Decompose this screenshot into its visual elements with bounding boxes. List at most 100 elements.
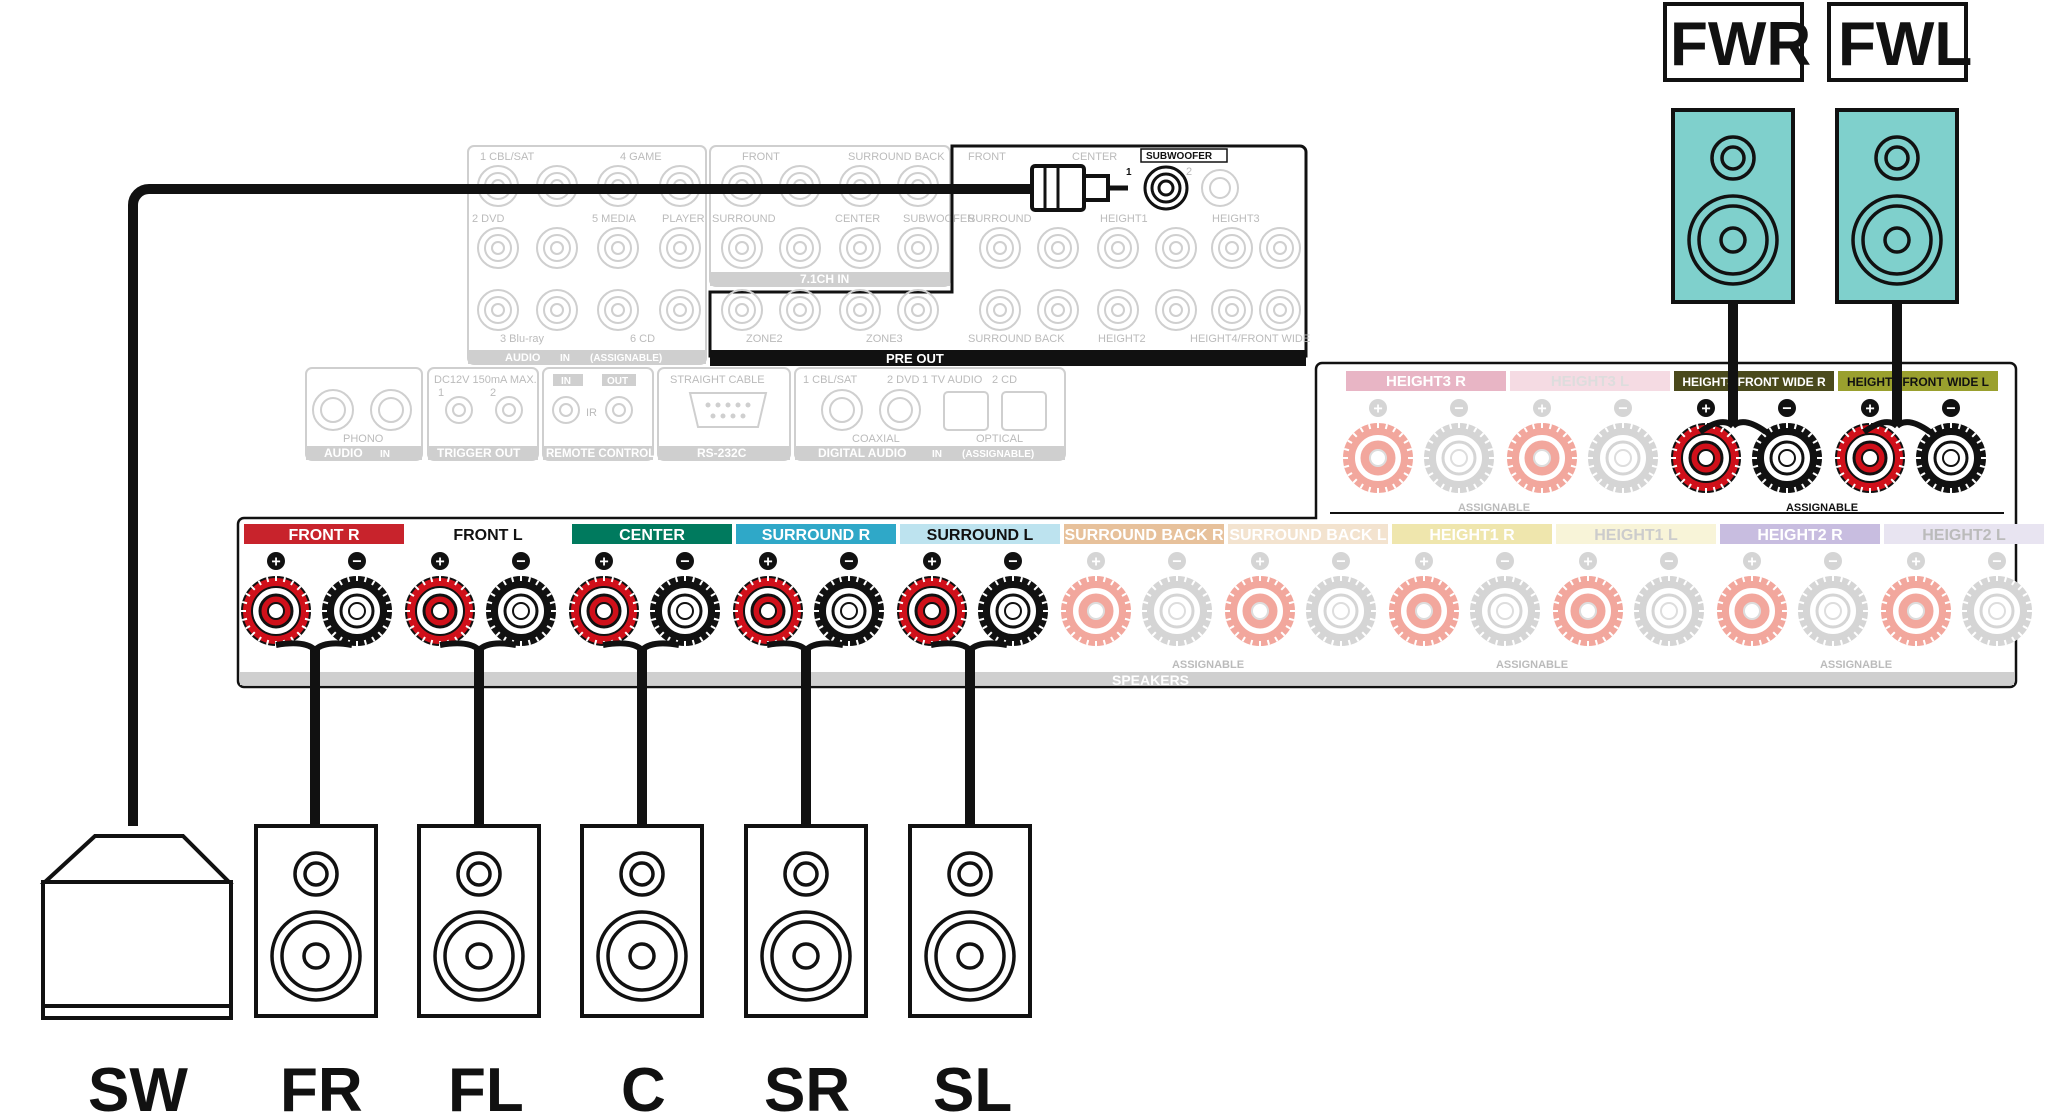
rca-jack xyxy=(721,227,763,269)
minus-terminal: − xyxy=(1752,399,1822,493)
svg-text:−: − xyxy=(1618,401,1627,418)
svg-text:+: + xyxy=(927,554,936,571)
svg-text:+: + xyxy=(1419,554,1428,571)
svg-text:+: + xyxy=(1255,554,1264,571)
plus-terminal: + xyxy=(1061,552,1131,646)
plus-terminal: + xyxy=(1671,399,1741,493)
trigger-out-title: TRIGGER OUT xyxy=(437,446,521,460)
rca-jack xyxy=(1037,289,1079,331)
row-label-bg xyxy=(1228,524,1388,544)
plus-terminal: + xyxy=(1553,552,1623,646)
subwoofer-pre-out-jack xyxy=(1143,165,1239,211)
minus-terminal: − xyxy=(1470,552,1540,646)
rca-jack xyxy=(659,227,701,269)
rca-jack xyxy=(536,289,578,331)
ch71-surround-back: SURROUND BACK xyxy=(848,151,945,163)
rca-jack xyxy=(477,227,519,269)
assignable-label: ASSIGNABLE xyxy=(1786,502,1858,514)
svg-text:−: − xyxy=(1992,554,2001,571)
rca-jack xyxy=(536,227,578,269)
audio-in-label-4: 4 GAME xyxy=(620,151,662,163)
audio-in-title: AUDIO xyxy=(505,352,541,364)
preout-subwoofer-label: SUBWOOFER xyxy=(1146,151,1213,162)
rca-jack xyxy=(1155,227,1197,269)
preout-height4: HEIGHT4/FRONT WIDE xyxy=(1190,333,1310,345)
rca-jack xyxy=(1097,289,1139,331)
row-label-bg xyxy=(1392,524,1552,544)
audio-in-label-5: 5 MEDIA xyxy=(592,213,637,225)
label-sl: SL xyxy=(933,1056,1012,1114)
rca-jack xyxy=(1259,289,1301,331)
svg-text:−: − xyxy=(1664,554,1673,571)
upper-label: HEIGHT4/FRONT WIDE L xyxy=(1847,375,1989,389)
preout-surround: SURROUND xyxy=(968,213,1032,225)
upper-label: HEIGHT4/FRONT WIDE R xyxy=(1682,375,1826,389)
digital-cd-label: 2 CD xyxy=(992,374,1017,386)
assignable-label: ASSIGNABLE xyxy=(1820,659,1892,671)
pre-out-title: PRE OUT xyxy=(886,351,944,366)
speakers-bottom-strip xyxy=(240,672,2014,685)
svg-text:+: + xyxy=(1701,401,1710,418)
row-label-bg xyxy=(1064,524,1224,544)
row-label-bg xyxy=(1556,524,1716,544)
audio-in-badge: IN xyxy=(560,353,570,364)
speaker-fwl xyxy=(1835,108,1959,304)
row-label-bg xyxy=(244,524,404,544)
svg-text:+: + xyxy=(599,554,608,571)
minus-terminal: − xyxy=(1798,552,1868,646)
plus-terminal: + xyxy=(1881,552,1951,646)
label-sw: SW xyxy=(88,1056,188,1114)
label-c: C xyxy=(621,1056,666,1114)
pre-out-panel: PRE OUT FRONT CENTER SUBWOOFER 1 2 SURRO… xyxy=(708,144,1310,366)
row-label: SURROUND BACK L xyxy=(1229,527,1387,544)
digital-in-badge: IN xyxy=(932,449,942,460)
audio-in-label-1: 1 CBL/SAT xyxy=(480,151,534,163)
plus-terminal: + xyxy=(241,552,311,646)
svg-text:+: + xyxy=(1865,401,1874,418)
coaxial-label: COAXIAL xyxy=(852,433,900,445)
trigger-spec: DC12V 150mA MAX. xyxy=(434,374,537,386)
rca-jack xyxy=(1259,227,1301,269)
speaker-terminals: +−+−+−+−+−+−+−+−+−+−+−+−+−+−+− xyxy=(241,399,2032,646)
minus-terminal: − xyxy=(1424,399,1494,493)
minus-terminal: − xyxy=(650,552,720,646)
plus-terminal: + xyxy=(1835,399,1905,493)
phono-label: PHONO xyxy=(343,433,384,445)
rca-jack xyxy=(979,289,1021,331)
subwoofer-cable xyxy=(128,184,1030,826)
audio-in-label-2: 2 DVD xyxy=(472,213,504,225)
svg-text:+: + xyxy=(1091,554,1100,571)
rca-jack xyxy=(897,227,939,269)
svg-text:−: − xyxy=(1828,554,1837,571)
preout-zone3: ZONE3 xyxy=(866,333,903,345)
upper-label-bg xyxy=(1346,371,1506,391)
svg-text:+: + xyxy=(763,554,772,571)
rs232c-title: RS-232C xyxy=(697,446,747,460)
rca-jack xyxy=(779,289,821,331)
row-label: HEIGHT1 L xyxy=(1594,527,1678,544)
preout-surround-back: SURROUND BACK xyxy=(968,333,1065,345)
preout-sub-1: 1 xyxy=(1126,167,1132,178)
speaker-sr xyxy=(744,824,868,1018)
audio-in-panel: 1 CBL/SAT 4 GAME 2 DVD 5 MEDIA PLAYER 3 … xyxy=(467,145,707,365)
rca-jack xyxy=(477,289,519,331)
audio-in-label-player: PLAYER xyxy=(662,213,705,225)
rca-jack xyxy=(897,289,939,331)
preout-height2: HEIGHT2 xyxy=(1098,333,1146,345)
row-label: CENTER xyxy=(619,527,685,544)
row-label: HEIGHT1 R xyxy=(1429,527,1515,544)
trigger-2: 2 xyxy=(490,387,496,399)
subwoofer-box xyxy=(39,834,234,1020)
svg-text:+: + xyxy=(1373,401,1382,418)
minus-terminal: − xyxy=(1634,552,1704,646)
rca-jack xyxy=(597,289,639,331)
bottom-connector-labels: AUDIO IN TRIGGER OUT REMOTE CONTROL RS-2… xyxy=(306,374,1065,460)
svg-text:−: − xyxy=(680,554,689,571)
straight-cable-label: STRAIGHT CABLE xyxy=(670,374,765,386)
phono-audio-title: AUDIO xyxy=(324,446,363,460)
svg-text:+: + xyxy=(1911,554,1920,571)
minus-terminal: − xyxy=(1306,552,1376,646)
minus-terminal: − xyxy=(1142,552,1212,646)
